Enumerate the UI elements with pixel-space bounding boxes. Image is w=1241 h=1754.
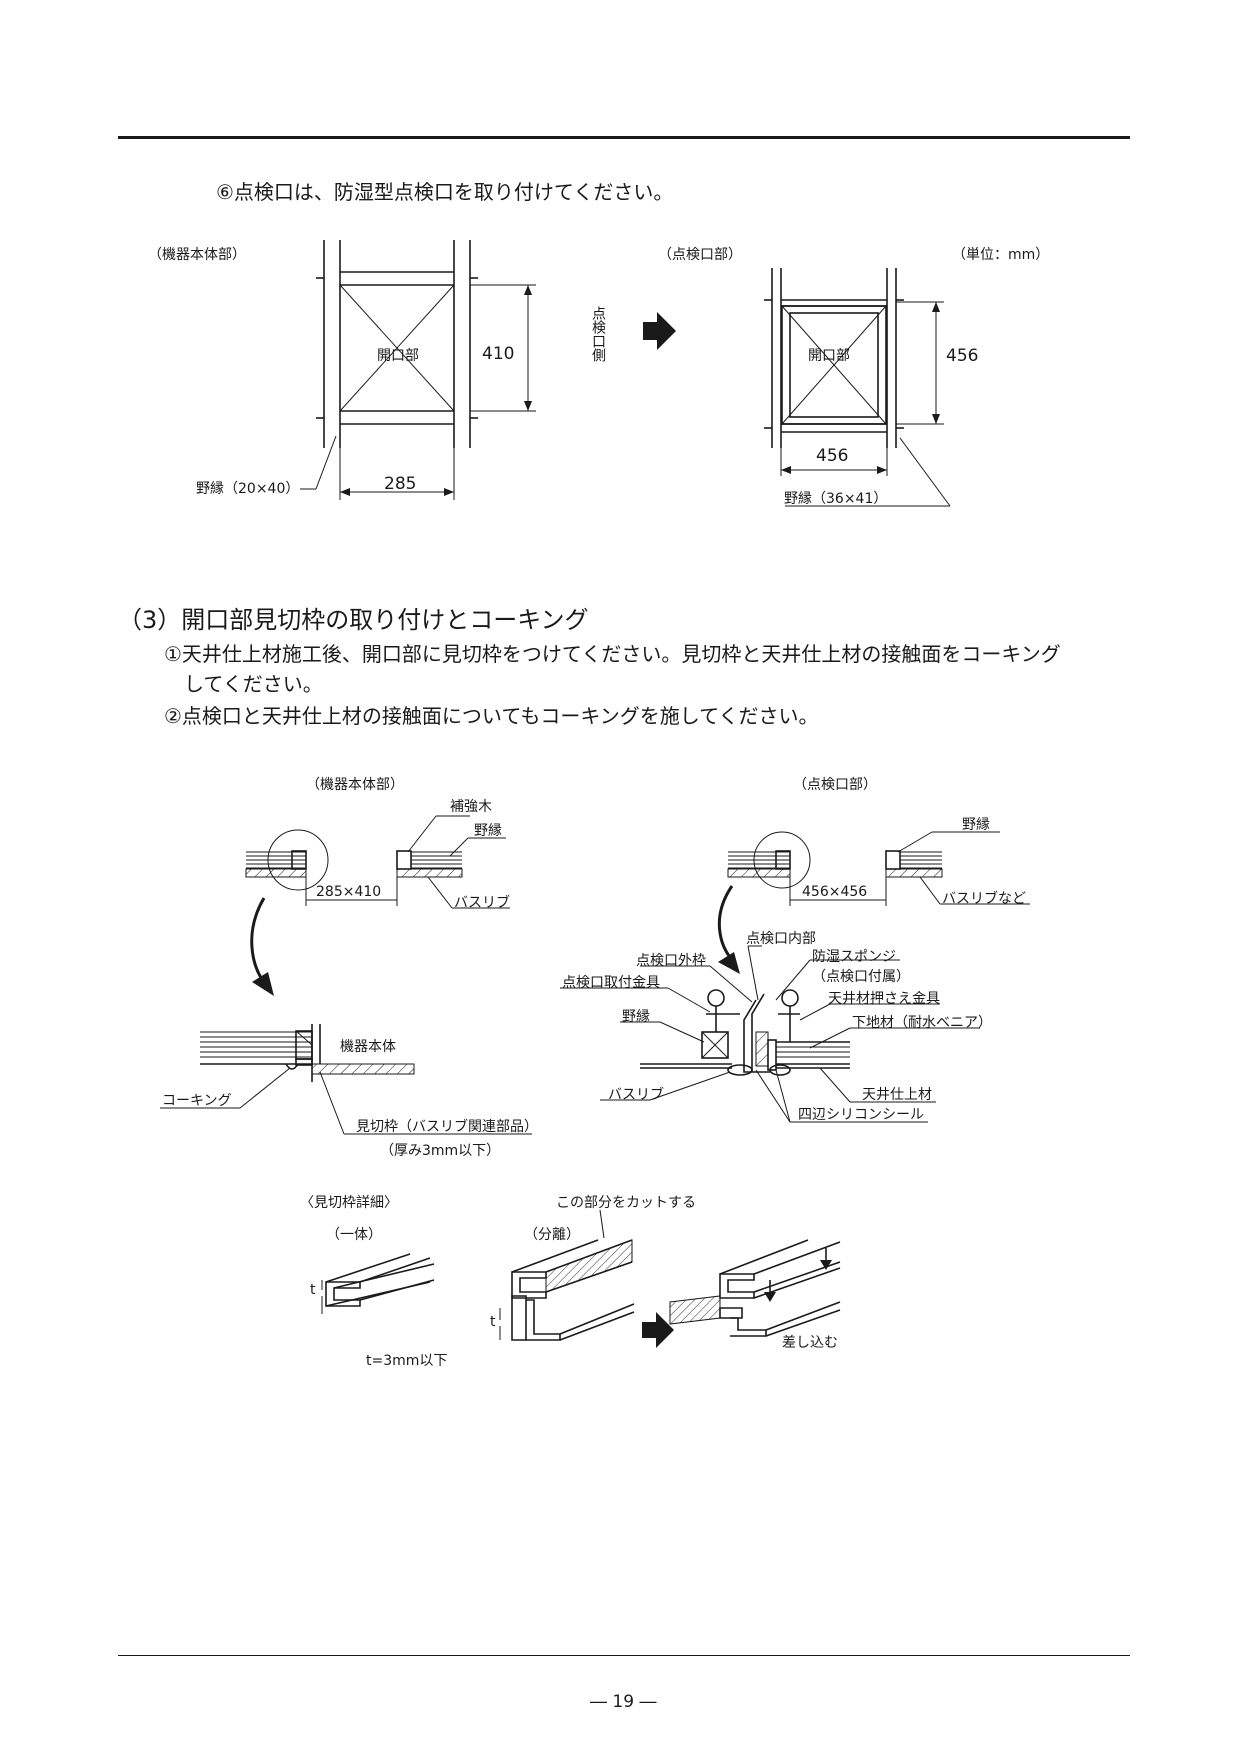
instruction-6: ⑥点検口は、防湿型点検口を取り付けてください。 [216, 180, 674, 204]
fig1-left-opening: 開口部 [377, 348, 419, 364]
fig2-reinforce: 補強木 [450, 799, 492, 815]
fig2-sponge: 防湿スポンジ [812, 949, 896, 965]
fig1-right-title: （点検口部） [658, 247, 742, 263]
section3-heading: （3）開口部見切枠の取り付けとコーキング [118, 606, 589, 634]
fig2-press: 天井材押さえ金具 [828, 991, 940, 1007]
fig3-separate: （分離） [524, 1227, 580, 1243]
fig3-t: t [310, 1282, 316, 1298]
fig2-unit-body: 機器本体 [340, 1039, 396, 1055]
fig3-t2: t [490, 1314, 496, 1330]
page-number: ― 19 ― [590, 1692, 657, 1712]
fig2-thickness: （厚み3mm以下） [380, 1143, 501, 1159]
fig3-cut-note: この部分をカットする [556, 1195, 696, 1211]
fig2-bath-rib-etc: バスリブなど [942, 891, 1026, 907]
fig1-right-joist: 野縁（36×41） [784, 491, 888, 507]
fig2-left-title: （機器本体部） [306, 777, 404, 793]
fig2-joist2: 野縁 [622, 1009, 650, 1025]
fig1-side-label: 点検口側 [590, 306, 606, 362]
fig2-size-right: 456×456 [802, 884, 868, 900]
fig1-right-height: 456 [946, 346, 979, 366]
fig2-fitting: 点検口取付金具 [562, 975, 660, 991]
fig1-unit: （単位：mm） [952, 247, 1050, 263]
fig2-inner: 点検口内部 [746, 931, 816, 947]
fig3-t-spec: t=3mm以下 [366, 1353, 448, 1369]
fig3-integral: （一体） [326, 1227, 382, 1243]
section3-line2: ②点検口と天井仕上材の接触面についてもコーキングを施してください。 [164, 704, 819, 728]
fig3-title: 〈見切枠詳細〉 [300, 1195, 398, 1211]
fig1-right-width: 456 [816, 446, 849, 466]
bottom-rule [118, 1655, 1130, 1656]
fig2-joist-r: 野縁 [962, 817, 990, 833]
fig2-right-title: （点検口部） [793, 777, 877, 793]
fig2-sponge-note: （点検口付属） [812, 969, 910, 985]
fig2-size-left: 285×410 [316, 884, 382, 900]
fig2-trim: 見切枠（バスリブ関連部品） [356, 1119, 538, 1135]
fig1-left-height: 410 [482, 344, 515, 364]
fig1-left-title: （機器本体部） [148, 247, 246, 263]
fig2-substrate: 下地材（耐水ベニア） [852, 1015, 992, 1031]
fig2-joist: 野縁 [474, 823, 502, 839]
fig1-left-joist: 野縁（20×40） [196, 481, 300, 497]
fig2-finish: 天井仕上材 [862, 1087, 932, 1103]
fig2-caulking: コーキング [162, 1093, 232, 1109]
fig2-bath-rib2: バスリブ [608, 1087, 664, 1103]
fig2-outer: 点検口外枠 [636, 953, 706, 969]
fig3-insert: 差し込む [782, 1335, 838, 1351]
fig1-right-opening: 開口部 [808, 348, 850, 364]
section3-line1b: してください。 [184, 672, 323, 696]
section3-line1: ①天井仕上材施工後、開口部に見切枠をつけてください。見切枠と天井仕上材の接触面を… [164, 642, 1061, 666]
top-rule [118, 136, 1130, 139]
fig2-seal: 四辺シリコンシール [798, 1107, 924, 1123]
fig2-bath-rib: バスリブ [454, 895, 510, 911]
fig1-left-width: 285 [384, 474, 417, 494]
